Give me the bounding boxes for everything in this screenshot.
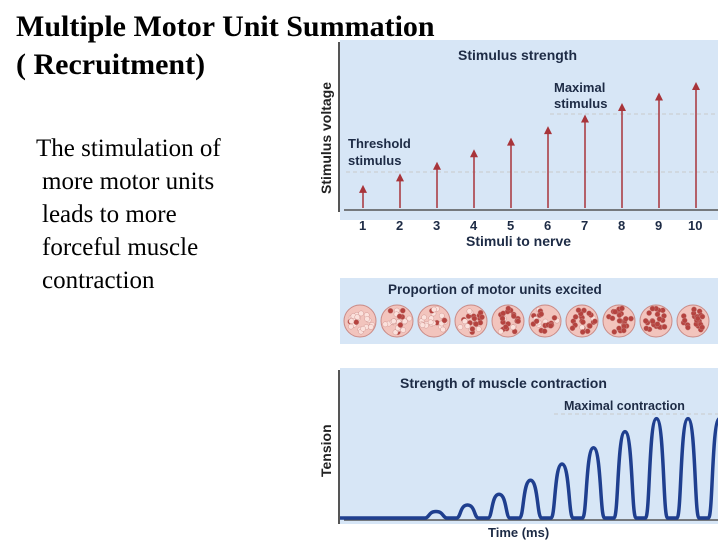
stimulus-tick-labels: 1 2 3 4 5 6 7 8 9 10: [359, 218, 702, 233]
motor-unit-circle-6: [528, 304, 562, 338]
motor-unit-circle-9: [639, 304, 673, 338]
motor-unit-circles: [343, 304, 710, 338]
stimulus-tick-8: 8: [618, 218, 625, 233]
motor-units-panel: Proportion of motor units excited: [340, 278, 718, 344]
body-line-5: contraction: [42, 267, 155, 294]
body-line-4: forceful muscle: [42, 234, 199, 261]
maximal-label-line-2: stimulus: [554, 96, 607, 111]
stimulus-arrows: [359, 82, 700, 208]
title-line-2: ( Recruitment): [16, 48, 206, 81]
body-line-3: leads to more: [42, 201, 177, 228]
time-ms-label: Time (ms): [488, 525, 550, 540]
tension-axis-label: Tension: [318, 424, 334, 477]
tension-chart: Strength of muscle contraction Maximal c…: [340, 375, 720, 521]
slide-title: Multiple Motor Unit Summation ( Recruitm…: [16, 8, 435, 84]
threshold-label-line-2: stimulus: [348, 153, 401, 168]
motor-unit-circle-4: [454, 304, 488, 338]
stimulus-tick-1: 1: [359, 218, 366, 233]
stimulus-voltage-label: Stimulus voltage: [318, 81, 334, 194]
stimulus-arrowhead-7: [581, 114, 589, 123]
stimulus-arrowhead-5: [507, 137, 515, 146]
motor-units-chart: Proportion of motor units excited: [343, 282, 710, 338]
stimulus-arrowhead-8: [618, 103, 626, 111]
threshold-label-line-1: Threshold: [348, 136, 411, 151]
tension-panel: Strength of muscle contraction Maximal c…: [340, 368, 720, 524]
stimulus-x-axis: 1 2 3 4 5 6 7 8 9 10 Stimuli to nerve: [359, 218, 702, 249]
motor-unit-circle-10: [676, 304, 710, 338]
stimulus-tick-5: 5: [507, 218, 514, 233]
stimulus-arrowhead-2: [396, 173, 404, 182]
stimulus-panel: Stimulus strength Threshold stimulus Max…: [340, 40, 718, 220]
stimulus-tick-10: 10: [688, 218, 702, 233]
tension-panel-title: Strength of muscle contraction: [400, 375, 607, 391]
tension-y-axis: [338, 370, 340, 524]
stimulus-tick-4: 4: [470, 218, 478, 233]
stimulus-y-axis: [338, 42, 340, 212]
stimulus-tick-3: 3: [433, 218, 440, 233]
motor-unit-circle-8: [602, 304, 636, 338]
stimulus-arrowhead-4: [470, 149, 478, 158]
stimulus-tick-6: 6: [544, 218, 551, 233]
body-text: The stimulation of more motor units lead…: [36, 132, 266, 297]
stimulus-arrowhead-6: [544, 126, 552, 135]
motor-unit-circle-5: [491, 304, 525, 338]
tension-curve: [340, 416, 720, 520]
motor-unit-circle-3: [417, 304, 451, 338]
motor-units-title: Proportion of motor units excited: [388, 282, 602, 297]
body-line-2: more motor units: [42, 168, 215, 195]
stimulus-panel-title: Stimulus strength: [458, 47, 577, 63]
maximal-label-line-1: Maximal: [554, 80, 605, 95]
stimulus-tick-7: 7: [581, 218, 588, 233]
body-line-1: The stimulation of: [36, 135, 221, 162]
stimulus-chart: Stimulus strength Threshold stimulus Max…: [344, 47, 718, 211]
stimulus-arrowhead-10: [692, 82, 700, 90]
title-line-1: Multiple Motor Unit Summation: [16, 10, 435, 43]
stimulus-tick-9: 9: [655, 218, 662, 233]
stimulus-tick-2: 2: [396, 218, 403, 233]
motor-unit-circle-1: [343, 304, 377, 338]
maximal-contraction-label: Maximal contraction: [564, 399, 685, 413]
motor-unit-circle-2: [380, 304, 414, 338]
stimulus-arrowhead-3: [433, 161, 441, 170]
stimuli-to-nerve-label: Stimuli to nerve: [466, 233, 571, 249]
stimulus-arrowhead-9: [655, 92, 663, 101]
motor-unit-circle-7: [565, 304, 599, 338]
stimulus-arrowhead-1: [359, 184, 367, 193]
